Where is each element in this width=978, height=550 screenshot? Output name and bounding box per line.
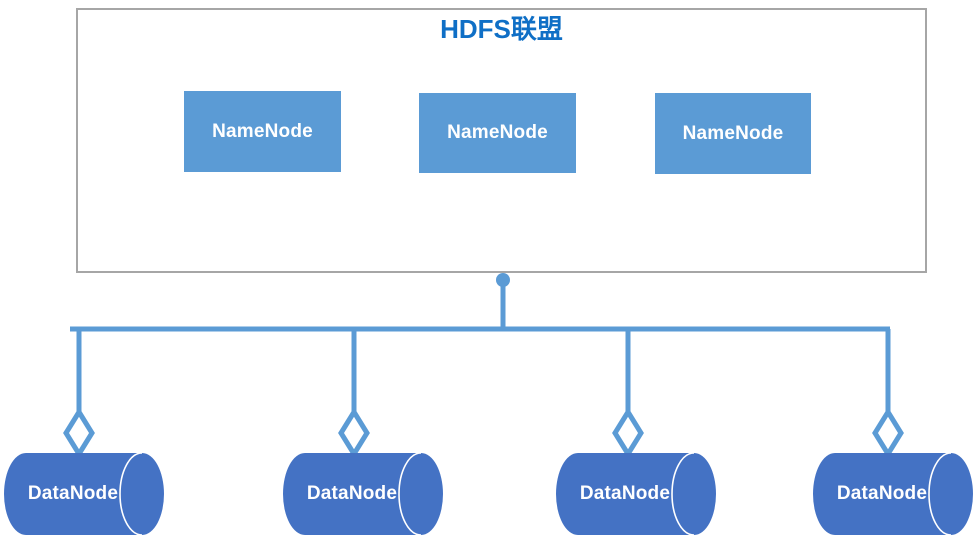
datanode-cylinder-2[interactable]: DataNode bbox=[283, 453, 443, 535]
aggregation-diamond-icon-2 bbox=[338, 407, 370, 459]
namenode-box-2[interactable]: NameNode bbox=[419, 93, 576, 173]
cylinder-shape bbox=[556, 453, 716, 535]
namenode-box-3[interactable]: NameNode bbox=[655, 93, 811, 174]
namenode-label: NameNode bbox=[212, 120, 313, 142]
datanode-cylinder-3[interactable]: DataNode bbox=[556, 453, 716, 535]
cylinder-shape bbox=[813, 453, 973, 535]
aggregation-diamond-icon-4 bbox=[872, 407, 904, 459]
namenode-label: NameNode bbox=[447, 122, 548, 143]
datanode-cylinder-4[interactable]: DataNode bbox=[813, 453, 973, 535]
datanode-cylinder-1[interactable]: DataNode bbox=[4, 453, 164, 535]
aggregation-diamond-icon-3 bbox=[612, 407, 644, 459]
namenode-label: NameNode bbox=[682, 122, 784, 144]
aggregation-diamond-icon-1 bbox=[63, 407, 95, 459]
federation-title: HDFS联盟 bbox=[440, 14, 563, 44]
namenode-box-1[interactable]: NameNode bbox=[184, 91, 341, 172]
cylinder-shape bbox=[283, 453, 443, 535]
cylinder-shape bbox=[4, 453, 164, 535]
junction-dot-icon bbox=[496, 273, 510, 287]
